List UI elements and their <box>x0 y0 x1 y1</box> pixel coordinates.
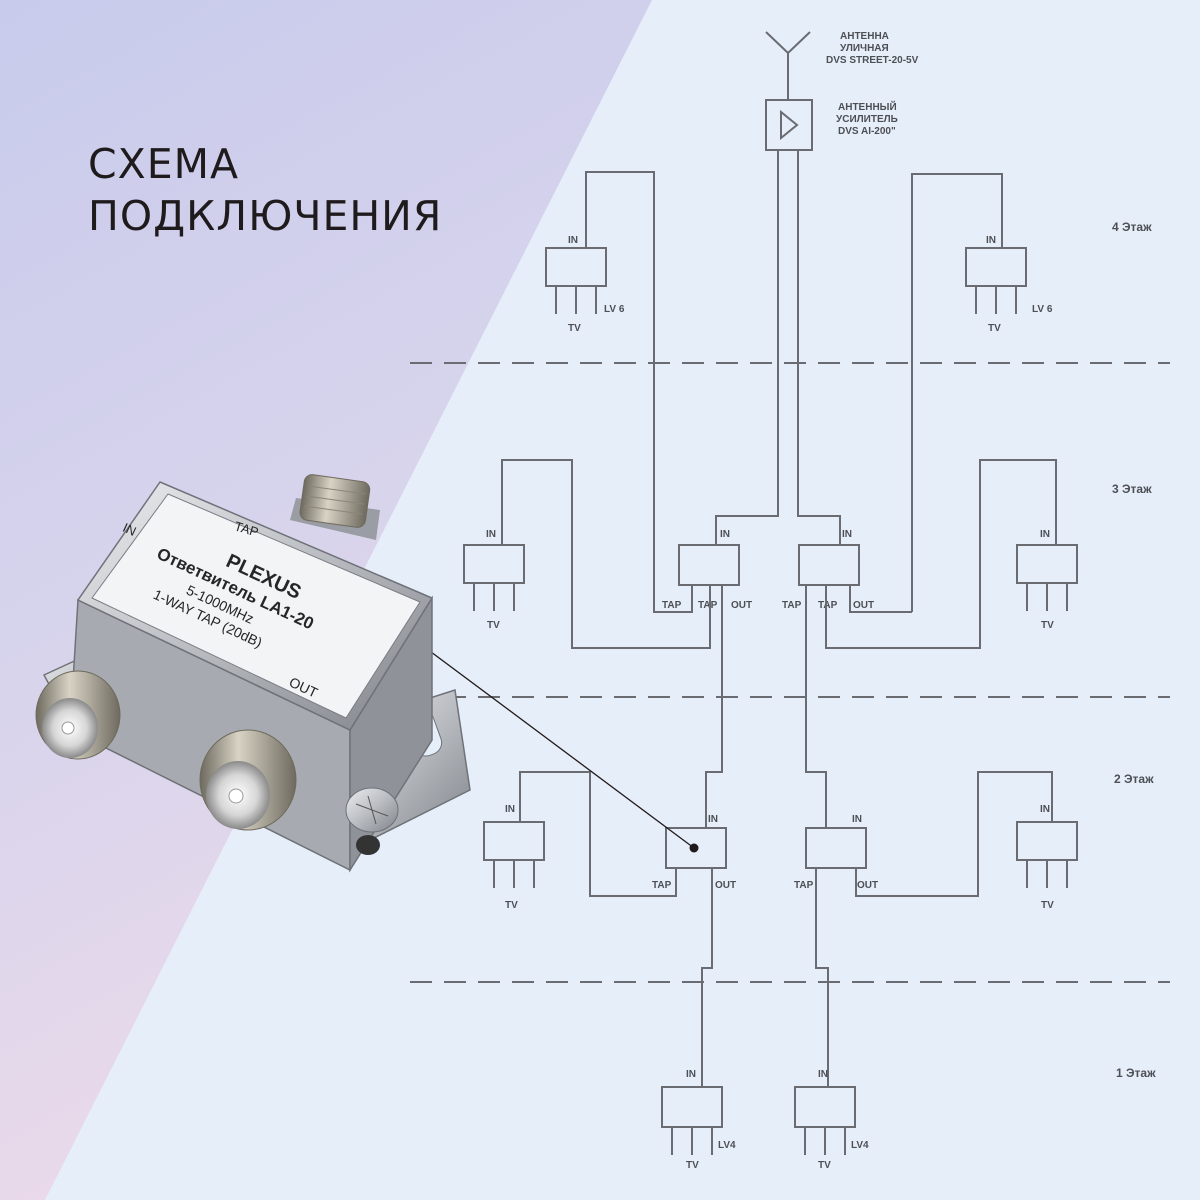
floor-1-outlet-left: IN TV LV4 <box>661 1069 736 1171</box>
port-tv-label: TV <box>818 1160 831 1171</box>
wire-f3-f2-left <box>705 585 723 828</box>
port-tv-label: TV <box>568 323 581 334</box>
wire-f2-f1-right <box>815 868 829 1087</box>
device-label-plate <box>91 493 421 719</box>
floor-4-label: 4 Этаж <box>1112 220 1152 234</box>
floor-4-outlet-right: IN TV LV 6 <box>911 173 1053 612</box>
port-in-label: IN <box>986 235 996 246</box>
port-tv-label: TV <box>1041 900 1054 911</box>
antenna-label-2: УЛИЧНАЯ <box>840 43 889 54</box>
port-tap-label: TAP <box>652 880 672 891</box>
floor-2-label: 2 Этаж <box>1114 772 1154 786</box>
port-lv6-label: LV 6 <box>1032 304 1053 315</box>
wire-f3-right-outlet <box>825 459 1057 649</box>
floor-2-tap-right: IN TAP OUT <box>794 814 878 891</box>
connector-in <box>35 670 121 760</box>
trunk-left <box>715 150 779 545</box>
floor-2-outlet-left: IN TV <box>483 804 545 911</box>
port-lv4-label: LV4 <box>851 1140 869 1151</box>
connector-tap <box>290 474 380 540</box>
port-out-label: OUT <box>853 600 874 611</box>
port-tap-label: TAP <box>698 600 718 611</box>
antenna: АНТЕННА УЛИЧНАЯ DVS STREET-20-5V <box>765 31 919 100</box>
port-in-label: IN <box>852 814 862 825</box>
port-tv-label: TV <box>487 620 500 631</box>
antenna-label-3: DVS STREET-20-5V <box>826 55 919 66</box>
port-in-label: IN <box>818 1069 828 1080</box>
port-in-label: IN <box>686 1069 696 1080</box>
port-in-label: IN <box>1040 804 1050 815</box>
port-tap-label: TAP <box>818 600 838 611</box>
floor-2-outlet-right: IN TV <box>1016 804 1078 911</box>
wire-f2-right-outlet <box>855 771 1053 897</box>
port-in-label: IN <box>842 529 852 540</box>
port-in-label: IN <box>505 804 515 815</box>
amplifier-label-1: АНТЕННЫЙ <box>838 100 897 113</box>
port-tv-label: TV <box>988 323 1001 334</box>
port-out-label: OUT <box>715 880 736 891</box>
page-title: СХЕМА ПОДКЛЮЧЕНИЯ <box>88 138 442 242</box>
port-tv-label: TV <box>1041 620 1054 631</box>
title-line-2: ПОДКЛЮЧЕНИЯ <box>88 192 443 240</box>
leader-dot-tap <box>689 843 699 853</box>
amplifier-label-3: DVS AI-200" <box>838 126 896 137</box>
port-in-label: IN <box>708 814 718 825</box>
wire-f2-left-outlet <box>519 771 677 897</box>
wire-f3-f2-right <box>805 585 827 828</box>
port-in-label: IN <box>568 235 578 246</box>
amplifier-triangle-icon <box>780 109 799 141</box>
floor-3-tap-left: IN TAP TAP OUT <box>662 529 752 611</box>
floor-4-outlet-left: IN TV LV 6 <box>545 171 655 602</box>
floor-3-label: 3 Этаж <box>1112 482 1152 496</box>
port-tap-label: TAP <box>662 600 682 611</box>
floor-separators <box>410 362 1170 983</box>
port-out-label: OUT <box>731 600 752 611</box>
amplifier: АНТЕННЫЙ УСИЛИТЕЛЬ DVS AI-200" <box>765 99 898 151</box>
port-tv-label: TV <box>686 1160 699 1171</box>
floor-1-label: 1 Этаж <box>1116 1066 1156 1080</box>
device-in-label: IN <box>121 520 139 539</box>
floor-1-outlet-right: IN TV LV4 <box>794 1069 869 1171</box>
device-tap-label: TAP <box>233 518 261 539</box>
floor-3-outlet-right: IN TV <box>1016 529 1078 631</box>
port-tap-label: TAP <box>782 600 802 611</box>
amplifier-box <box>765 99 813 151</box>
wire-f3-left-outlet <box>501 459 711 649</box>
port-tv-label: TV <box>505 900 518 911</box>
ground-screw <box>345 787 399 855</box>
port-in-label: IN <box>486 529 496 540</box>
port-in-label: IN <box>1040 529 1050 540</box>
port-lv6-label: LV 6 <box>604 304 625 315</box>
port-lv4-label: LV4 <box>718 1140 736 1151</box>
amplifier-label-2: УСИЛИТЕЛЬ <box>836 114 898 125</box>
port-out-label: OUT <box>857 880 878 891</box>
port-tap-label: TAP <box>794 880 814 891</box>
connector-out <box>199 729 297 831</box>
antenna-label-1: АНТЕННА <box>840 31 889 42</box>
title-line-1: СХЕМА <box>88 140 240 188</box>
floor-3-outlet-left: IN TV <box>463 529 525 631</box>
floor-3-tap-right: IN TAP TAP OUT <box>782 529 874 611</box>
wire-f2-f1-left <box>701 868 713 1087</box>
trunk-right <box>797 150 841 545</box>
port-in-label: IN <box>720 529 730 540</box>
